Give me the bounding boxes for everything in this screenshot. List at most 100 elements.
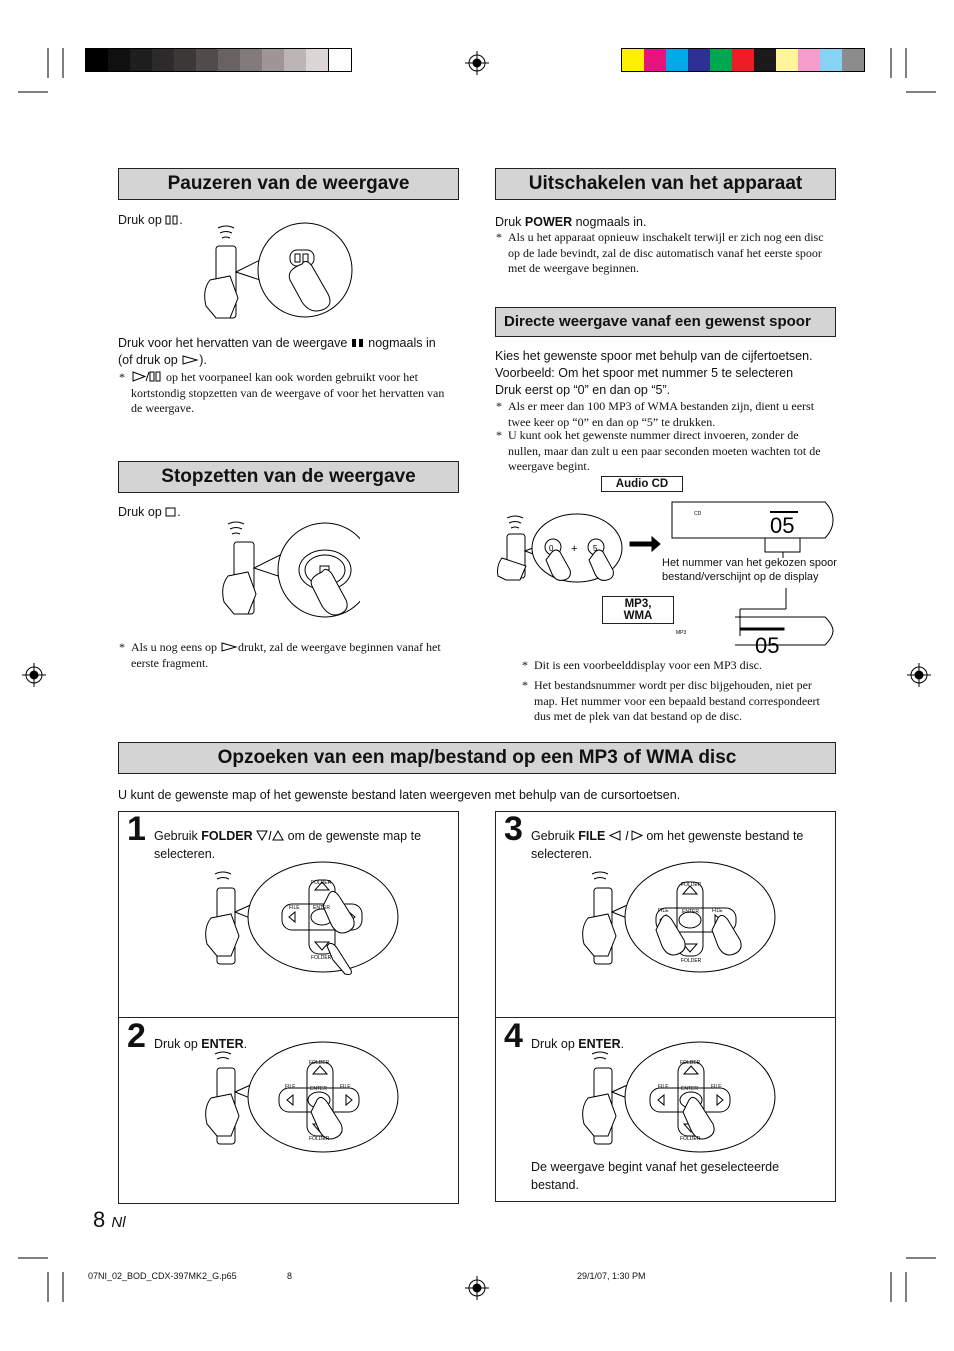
step-4-text: Druk op ENTER. xyxy=(531,1037,625,1051)
step-4-number: 4 xyxy=(504,1017,523,1055)
step-2-illustration: FOLDER FOLDER FILE FILE ENTER xyxy=(205,1041,399,1153)
pause-icon xyxy=(165,215,178,225)
pause-resume-text: Druk voor het hervatten van de weergave … xyxy=(118,336,436,367)
color-swatch xyxy=(196,49,218,71)
display-cd-number: 05 xyxy=(770,513,794,538)
stop-note: * Als u nog eens op drukt, zal de weerga… xyxy=(119,640,441,670)
pad-folder-label: FOLDER xyxy=(311,880,332,886)
step-1-number: 1 xyxy=(127,810,146,848)
color-swatch xyxy=(644,49,666,71)
step-4-illustration: FOLDER FOLDER FILE FILE ENTER xyxy=(582,1041,776,1153)
pause-note: * op het voorpaneel kan ook worden gebru… xyxy=(119,370,445,415)
direct-illustration: 0 5 + CD 05 MP3 05 xyxy=(497,501,834,658)
folder-arrows-icon xyxy=(256,829,284,842)
section-title-search: Opzoeken van een map/bestand op een MP3 … xyxy=(118,742,836,774)
page-number: 8 Nl xyxy=(93,1207,126,1232)
color-swatch xyxy=(130,49,152,71)
stop-icon xyxy=(165,507,176,517)
step-2-number: 2 xyxy=(127,1017,146,1055)
file-arrows-icon xyxy=(608,830,644,841)
power-instruction: Druk POWER nogmaals in. xyxy=(495,215,647,229)
color-swatch xyxy=(152,49,174,71)
step-1-illustration: FOLDER FOLDER FILE ENTER xyxy=(205,861,399,975)
color-swatch xyxy=(306,49,328,71)
key-5: 5 xyxy=(593,544,598,553)
pad-enter-label: ENTER xyxy=(682,909,699,915)
color-swatch xyxy=(262,49,284,71)
step-3-text: Gebruik FILE om het gewenste bestand te … xyxy=(531,829,804,861)
color-swatch xyxy=(710,49,732,71)
remote-pause-illustration xyxy=(204,222,353,319)
registration-mark-bottom xyxy=(465,1276,489,1300)
search-intro: U kunt de gewenste map of het gewenste b… xyxy=(118,788,681,802)
footer-date: 29/1/07, 1:30 PM xyxy=(577,1271,646,1281)
color-swatch xyxy=(108,49,130,71)
step-2-box xyxy=(118,1017,459,1204)
power-note: *Als u het apparaat opnieuw inschakelt t… xyxy=(496,230,824,275)
grayscale-bar xyxy=(85,48,352,72)
color-swatch xyxy=(842,49,864,71)
pad-folder-label: FOLDER xyxy=(681,958,702,964)
mp3-wma-label: MP3, WMA xyxy=(602,596,674,624)
color-swatch xyxy=(776,49,798,71)
play-icon xyxy=(182,355,200,365)
pad-file-label: FILE xyxy=(658,908,669,914)
section-title-pause: Pauzeren van de weergave xyxy=(118,168,459,200)
pause-icon xyxy=(351,339,363,347)
registration-mark-left xyxy=(22,663,46,687)
pad-file-label: FILE xyxy=(289,905,300,911)
color-swatch xyxy=(86,49,108,71)
step-4-box xyxy=(495,1017,836,1202)
color-swatch xyxy=(798,49,820,71)
color-swatch xyxy=(328,49,351,71)
color-swatch xyxy=(732,49,754,71)
direct-note-4: *Het bestandsnummer wordt per disc bijge… xyxy=(522,678,820,723)
remote-stop-illustration xyxy=(222,521,360,618)
pad-folder-label: FOLDER xyxy=(309,1136,330,1142)
plus-sign: + xyxy=(571,543,577,555)
direct-note-3: *Dit is een voorbeelddisplay voor een MP… xyxy=(522,658,762,672)
color-swatch xyxy=(218,49,240,71)
pad-folder-label: FOLDER xyxy=(680,1136,701,1142)
play-pause-icon xyxy=(132,371,161,382)
pad-file-label: FILE xyxy=(285,1084,296,1090)
direct-note-2: *U kunt ook het gewenste nummer direct i… xyxy=(496,428,821,473)
play-icon xyxy=(221,642,238,652)
footer-page: 8 xyxy=(287,1271,293,1281)
display-callout: Het nummer van het gekozen spoor bestand… xyxy=(662,557,837,583)
registration-mark-top xyxy=(465,51,489,75)
pause-instruction: Druk op . xyxy=(118,213,183,227)
step-2-text: Druk op ENTER. xyxy=(154,1037,248,1051)
footer-file: 07NI_02_BOD_CDX-397MK2_G.p65 xyxy=(88,1271,237,1281)
color-swatch xyxy=(666,49,688,71)
pad-enter-label: ENTER xyxy=(310,1086,327,1092)
step-3-number: 3 xyxy=(504,810,523,848)
display-mp3-tag: MP3 xyxy=(676,630,687,636)
pad-file-label: FILE xyxy=(340,1084,351,1090)
pad-folder-label: FOLDER xyxy=(309,1060,330,1066)
pad-folder-label: FOLDER xyxy=(681,882,702,888)
pad-enter-label: ENTER xyxy=(313,905,330,911)
color-swatch xyxy=(174,49,196,71)
pad-file-label: FILE xyxy=(658,1084,669,1090)
color-swatch xyxy=(688,49,710,71)
color-swatch xyxy=(820,49,842,71)
registration-mark-right xyxy=(907,663,931,687)
color-swatch xyxy=(240,49,262,71)
step-4-extra: De weergave begint vanaf het geselecteer… xyxy=(531,1160,780,1192)
direct-note-1: *Als er meer dan 100 MP3 of WMA bestande… xyxy=(496,399,815,429)
section-title-stop: Stopzetten van de weergave xyxy=(118,461,459,493)
color-swatch xyxy=(622,49,644,71)
pad-file-label: FILE xyxy=(711,1084,722,1090)
direct-text: Kies het gewenste spoor met behulp van d… xyxy=(495,349,813,397)
pad-file-label: FILE xyxy=(712,908,723,914)
color-bar xyxy=(621,48,865,72)
pad-folder-label: FOLDER xyxy=(311,955,332,961)
step-3-illustration: FOLDER FOLDER FILE FILE ENTER xyxy=(582,861,776,973)
section-title-power-off: Uitschakelen van het apparaat xyxy=(495,168,836,200)
color-swatch xyxy=(754,49,776,71)
pad-folder-label: FOLDER xyxy=(680,1060,701,1066)
audio-cd-label: Audio CD xyxy=(601,476,683,492)
stop-instruction: Druk op . xyxy=(118,505,181,519)
